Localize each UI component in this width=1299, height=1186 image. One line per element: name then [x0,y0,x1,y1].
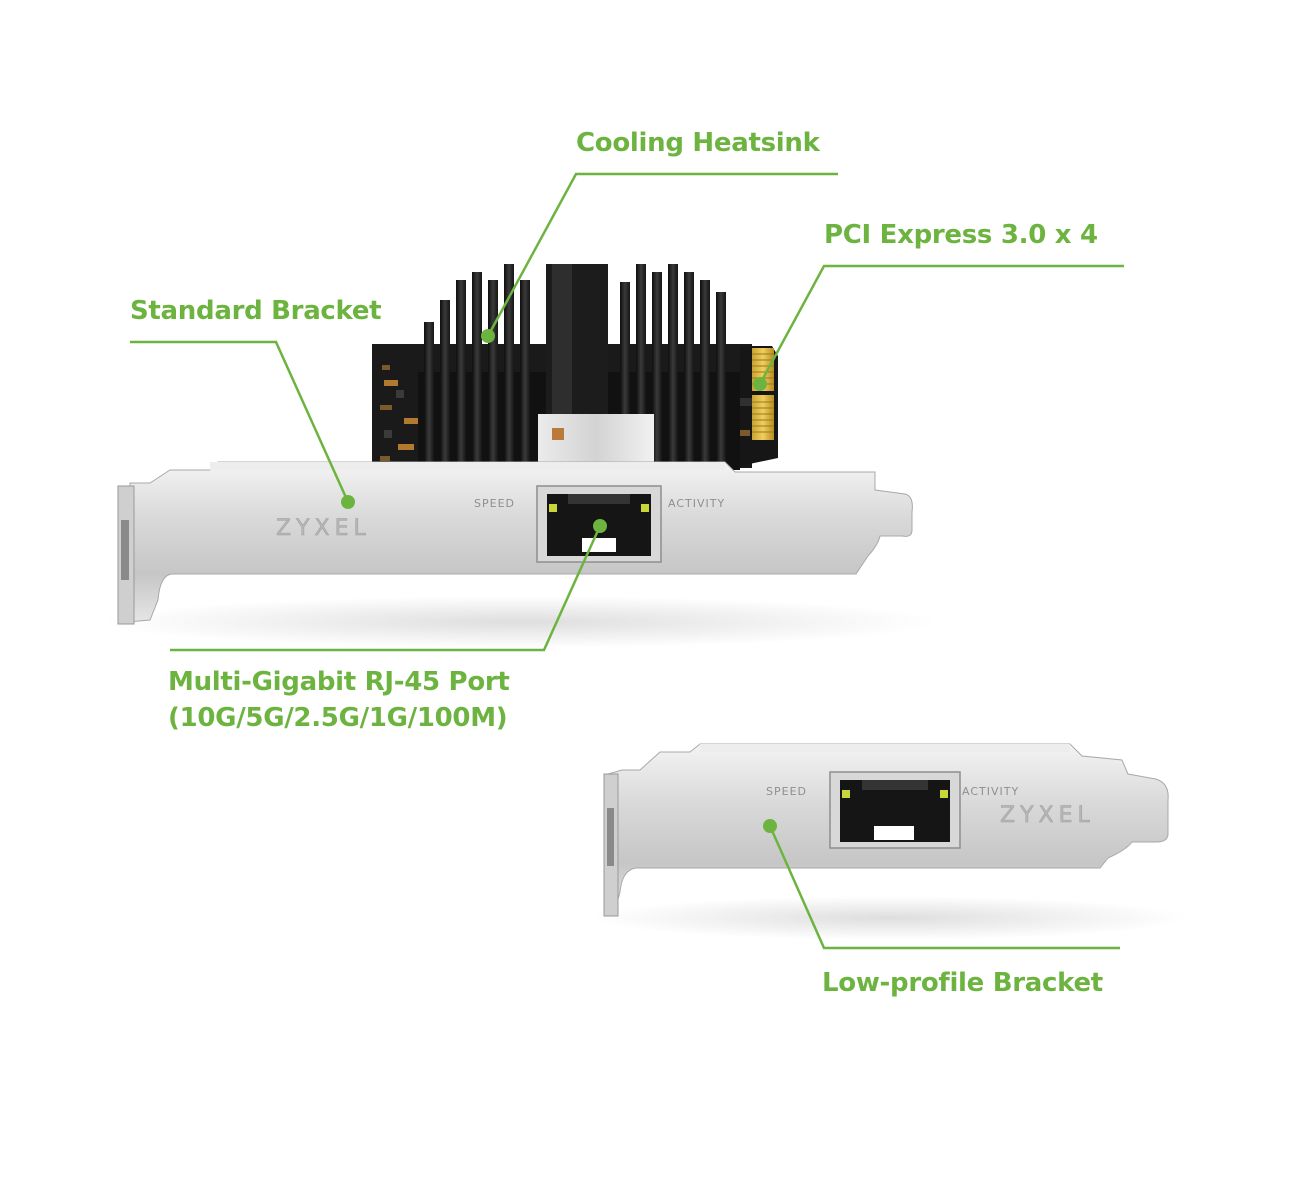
speed-label: SPEED [474,497,515,510]
label-standard-bracket: Standard Bracket [130,296,382,326]
label-low-profile-bracket: Low-profile Bracket [822,968,1103,998]
standard-card: ZYXEL SPEED ACTIVITY [117,264,913,625]
callout-line-rj45 [170,525,602,652]
card-shadow [100,596,940,648]
brand-logo: ZYXEL [1000,803,1095,828]
activity-label: ACTIVITY [668,497,725,510]
callout-line-standard-bracket [130,340,350,503]
card-shadow [590,896,1190,940]
callout-dot [763,819,777,833]
callout-line-pcie [758,264,1124,385]
port-housing-detail [552,428,564,440]
rj45-port-icon [829,771,961,849]
callout-line-heatsink [486,172,838,337]
callout-dot [753,377,767,391]
speed-label: SPEED [766,785,807,798]
callout-dot [481,329,495,343]
label-rj45-port-line1: Multi-Gigabit RJ-45 Port [168,667,510,697]
brand-logo: ZYXEL [276,516,371,541]
callout-dot [341,495,355,509]
bracket-icon [117,461,913,625]
callout-dot [593,519,607,533]
callout-lines [130,172,1124,950]
activity-label: ACTIVITY [962,785,1019,798]
label-rj45-port-line2: (10G/5G/2.5G/1G/100M) [168,703,508,733]
low-profile-card: SPEED ACTIVITY ZYXEL [603,743,1169,917]
callout-dots [341,329,777,833]
callout-line-low-profile [768,825,1120,950]
label-cooling-heatsink: Cooling Heatsink [576,128,820,158]
label-pci-express: PCI Express 3.0 x 4 [824,220,1098,250]
